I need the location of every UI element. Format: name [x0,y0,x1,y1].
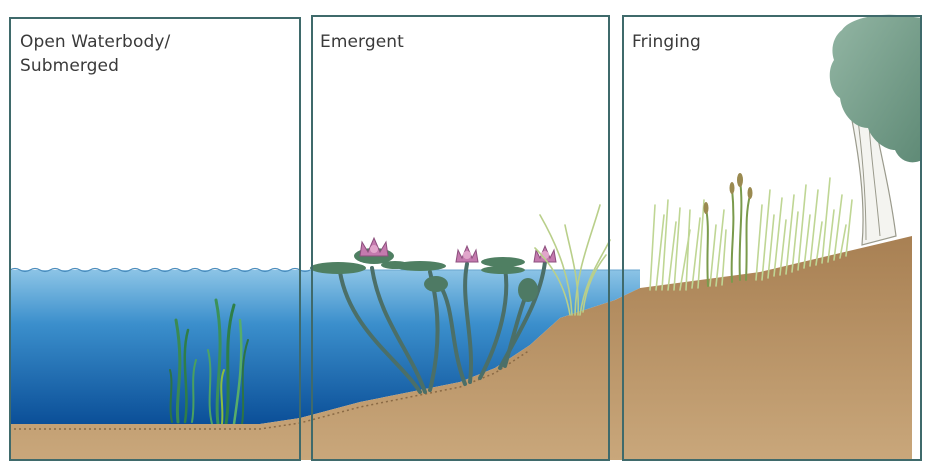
lily-flower [354,238,394,264]
zone-title-line2: Submerged [20,54,170,78]
lily-flower [456,246,478,262]
zone-title-line1: Fringing [632,30,701,54]
tree [830,15,922,245]
zone-label-emergent: Emergent [320,30,404,54]
rush-seedheads [704,173,753,214]
zone-label-open-waterbody: Open Waterbody/ Submerged [20,30,170,78]
flowering-rushes [706,180,750,286]
zone-title-line1: Open Waterbody/ [20,30,170,54]
tree-canopy [830,15,922,163]
zone-title-line1: Emergent [320,30,404,54]
zone-label-fringing: Fringing [632,30,701,54]
water-lily-flowers [354,238,556,264]
